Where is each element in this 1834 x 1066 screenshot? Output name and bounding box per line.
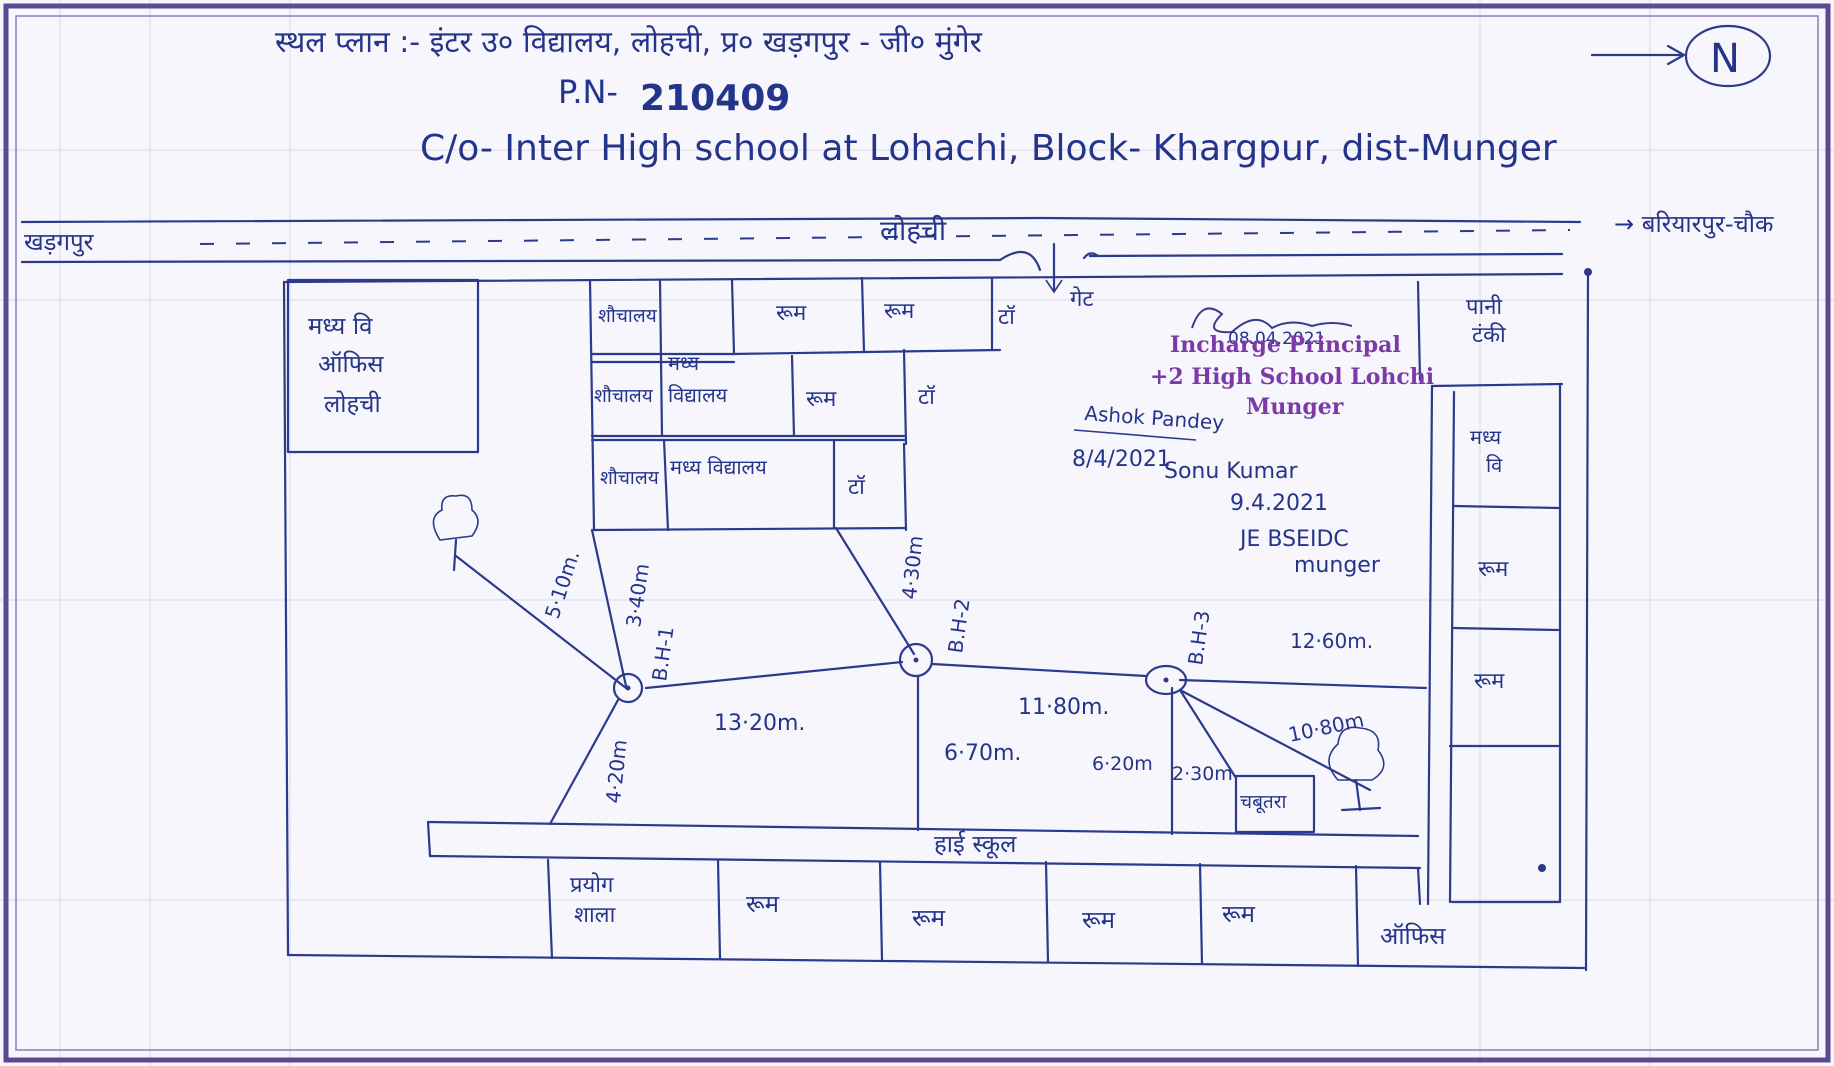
road-center-label: लोहची (880, 214, 947, 247)
room-label-room-top-2: रूम (884, 299, 915, 324)
pani-tanki-line-1: पानी (1466, 294, 1502, 320)
north-arrow-icon: N (1590, 24, 1772, 88)
road (20, 216, 1582, 294)
right-madhya-line-1: मध्य (1470, 425, 1501, 449)
middle-school-office-block (286, 278, 480, 454)
room-label-toilet-3: टॉ (848, 474, 866, 500)
inner-frame (15, 15, 1819, 1051)
pn-label: P.N- (558, 73, 618, 111)
measure-10-80: 10·80m (1286, 707, 1366, 746)
principal-signature-icon (1191, 307, 1353, 334)
site-plan-title: स्थल प्लान :- इंटर उ० विद्यालय, लोहची, प… (275, 25, 983, 61)
bottom-room-1: रूम (746, 890, 780, 918)
bottom-room-3: रूम (1082, 906, 1116, 934)
pani-tanki-line-2: टंकी (1472, 322, 1506, 348)
room-label-room-mid: रूम (806, 387, 837, 412)
je-place: munger (1294, 553, 1381, 578)
bottom-room-2: रूम (912, 904, 946, 932)
bore-hole-1-icon (612, 672, 644, 704)
bh1-label: B.H-1 (647, 625, 678, 683)
bottom-office-label: ऑफिस (1380, 922, 1446, 950)
bh3-label: B.H-3 (1183, 609, 1214, 667)
bottom-building-block (426, 820, 1422, 968)
room-label-madhya: मध्य (668, 351, 699, 375)
bottom-room-4: रूम (1222, 900, 1256, 928)
right-room-1: रूम (1478, 557, 1509, 582)
gate-post-left (998, 250, 1042, 272)
room-label-vidyalay-mid: विद्यालय (668, 383, 728, 407)
bore-hole-2-icon (898, 642, 934, 678)
office-left-line-1: मध्य वि (308, 312, 373, 340)
room-label-shauchalay-low: शौचालय (600, 466, 660, 489)
compound-boundary (282, 268, 1592, 972)
measure-5-10: 5·10m. (540, 547, 585, 621)
road-left-end: खड़गपुर (24, 228, 95, 257)
chabutra-platform (1234, 774, 1316, 834)
measure-4-30: 4·30m (897, 534, 928, 600)
room-label-room-top-1: रूम (776, 301, 807, 326)
stamp-line-3: Munger (1246, 394, 1344, 420)
tree-left-icon (432, 494, 479, 572)
room-label-madhya-vidyalay-low: मध्य विद्यालय (670, 455, 767, 479)
pn-value: 210409 (640, 78, 790, 119)
prayogshala-line-2: शाला (574, 903, 616, 928)
tree-right-icon (1328, 726, 1385, 812)
right-madhya-line-2: वि (1486, 453, 1503, 477)
room-label-toilet-2: टॉ (918, 384, 936, 410)
measure-11-80: 11·80m. (1018, 695, 1109, 720)
high-school-label: हाई स्कूल (934, 830, 1017, 859)
measurement-lines (454, 526, 1428, 836)
sonu-name: Sonu Kumar (1164, 459, 1298, 484)
je-designation: JE BSEIDC (1238, 527, 1349, 552)
prayogshala-line-1: प्रयोग (570, 872, 614, 898)
bh2-label: B.H-2 (943, 597, 974, 655)
care-of-line: C/o- Inter High school at Lohachi, Block… (420, 128, 1557, 169)
measure-4-20: 4·20m (601, 738, 632, 804)
stamp-line-2: +2 High School Lohchi (1150, 364, 1434, 390)
measure-12-60: 12·60m. (1290, 629, 1373, 653)
bore-hole-3-icon (1144, 664, 1188, 696)
measure-6-20: 6·20m (1092, 753, 1153, 775)
office-left-line-3: लोहची (324, 390, 381, 418)
outer-frame (3, 3, 1831, 1063)
right-building-block (1416, 280, 1564, 906)
office-left-line-2: ऑफिस (318, 350, 384, 378)
measure-3-40: 3·40m (621, 562, 654, 629)
signature-date: 08.04.2021 (1228, 329, 1325, 349)
north-label: N (1710, 36, 1740, 82)
measure-2-30: 2·30m (1172, 763, 1233, 785)
road-right-end: → बरियारपुर-चौक (1614, 210, 1774, 239)
stamp-line-1: Incharge Principal (1170, 332, 1401, 358)
ashok-date: 8/4/2021 (1072, 447, 1171, 472)
measure-13-20: 13·20m. (714, 711, 805, 736)
measure-6-70: 6·70m. (944, 741, 1021, 766)
room-label-shauchalay-top: शौचालय (598, 304, 658, 327)
ashok-name: Ashok Pandey (1084, 401, 1225, 435)
gate-label: गेट (1070, 286, 1094, 312)
room-label-toilet-1: टॉ (998, 304, 1016, 330)
right-room-2: रूम (1474, 669, 1505, 694)
chabutra-label: चबूतरा (1240, 791, 1288, 814)
sonu-date: 9.4.2021 (1230, 491, 1328, 516)
central-building-block (588, 276, 1002, 532)
room-label-shauchalay-mid: शौचालय (594, 384, 654, 407)
